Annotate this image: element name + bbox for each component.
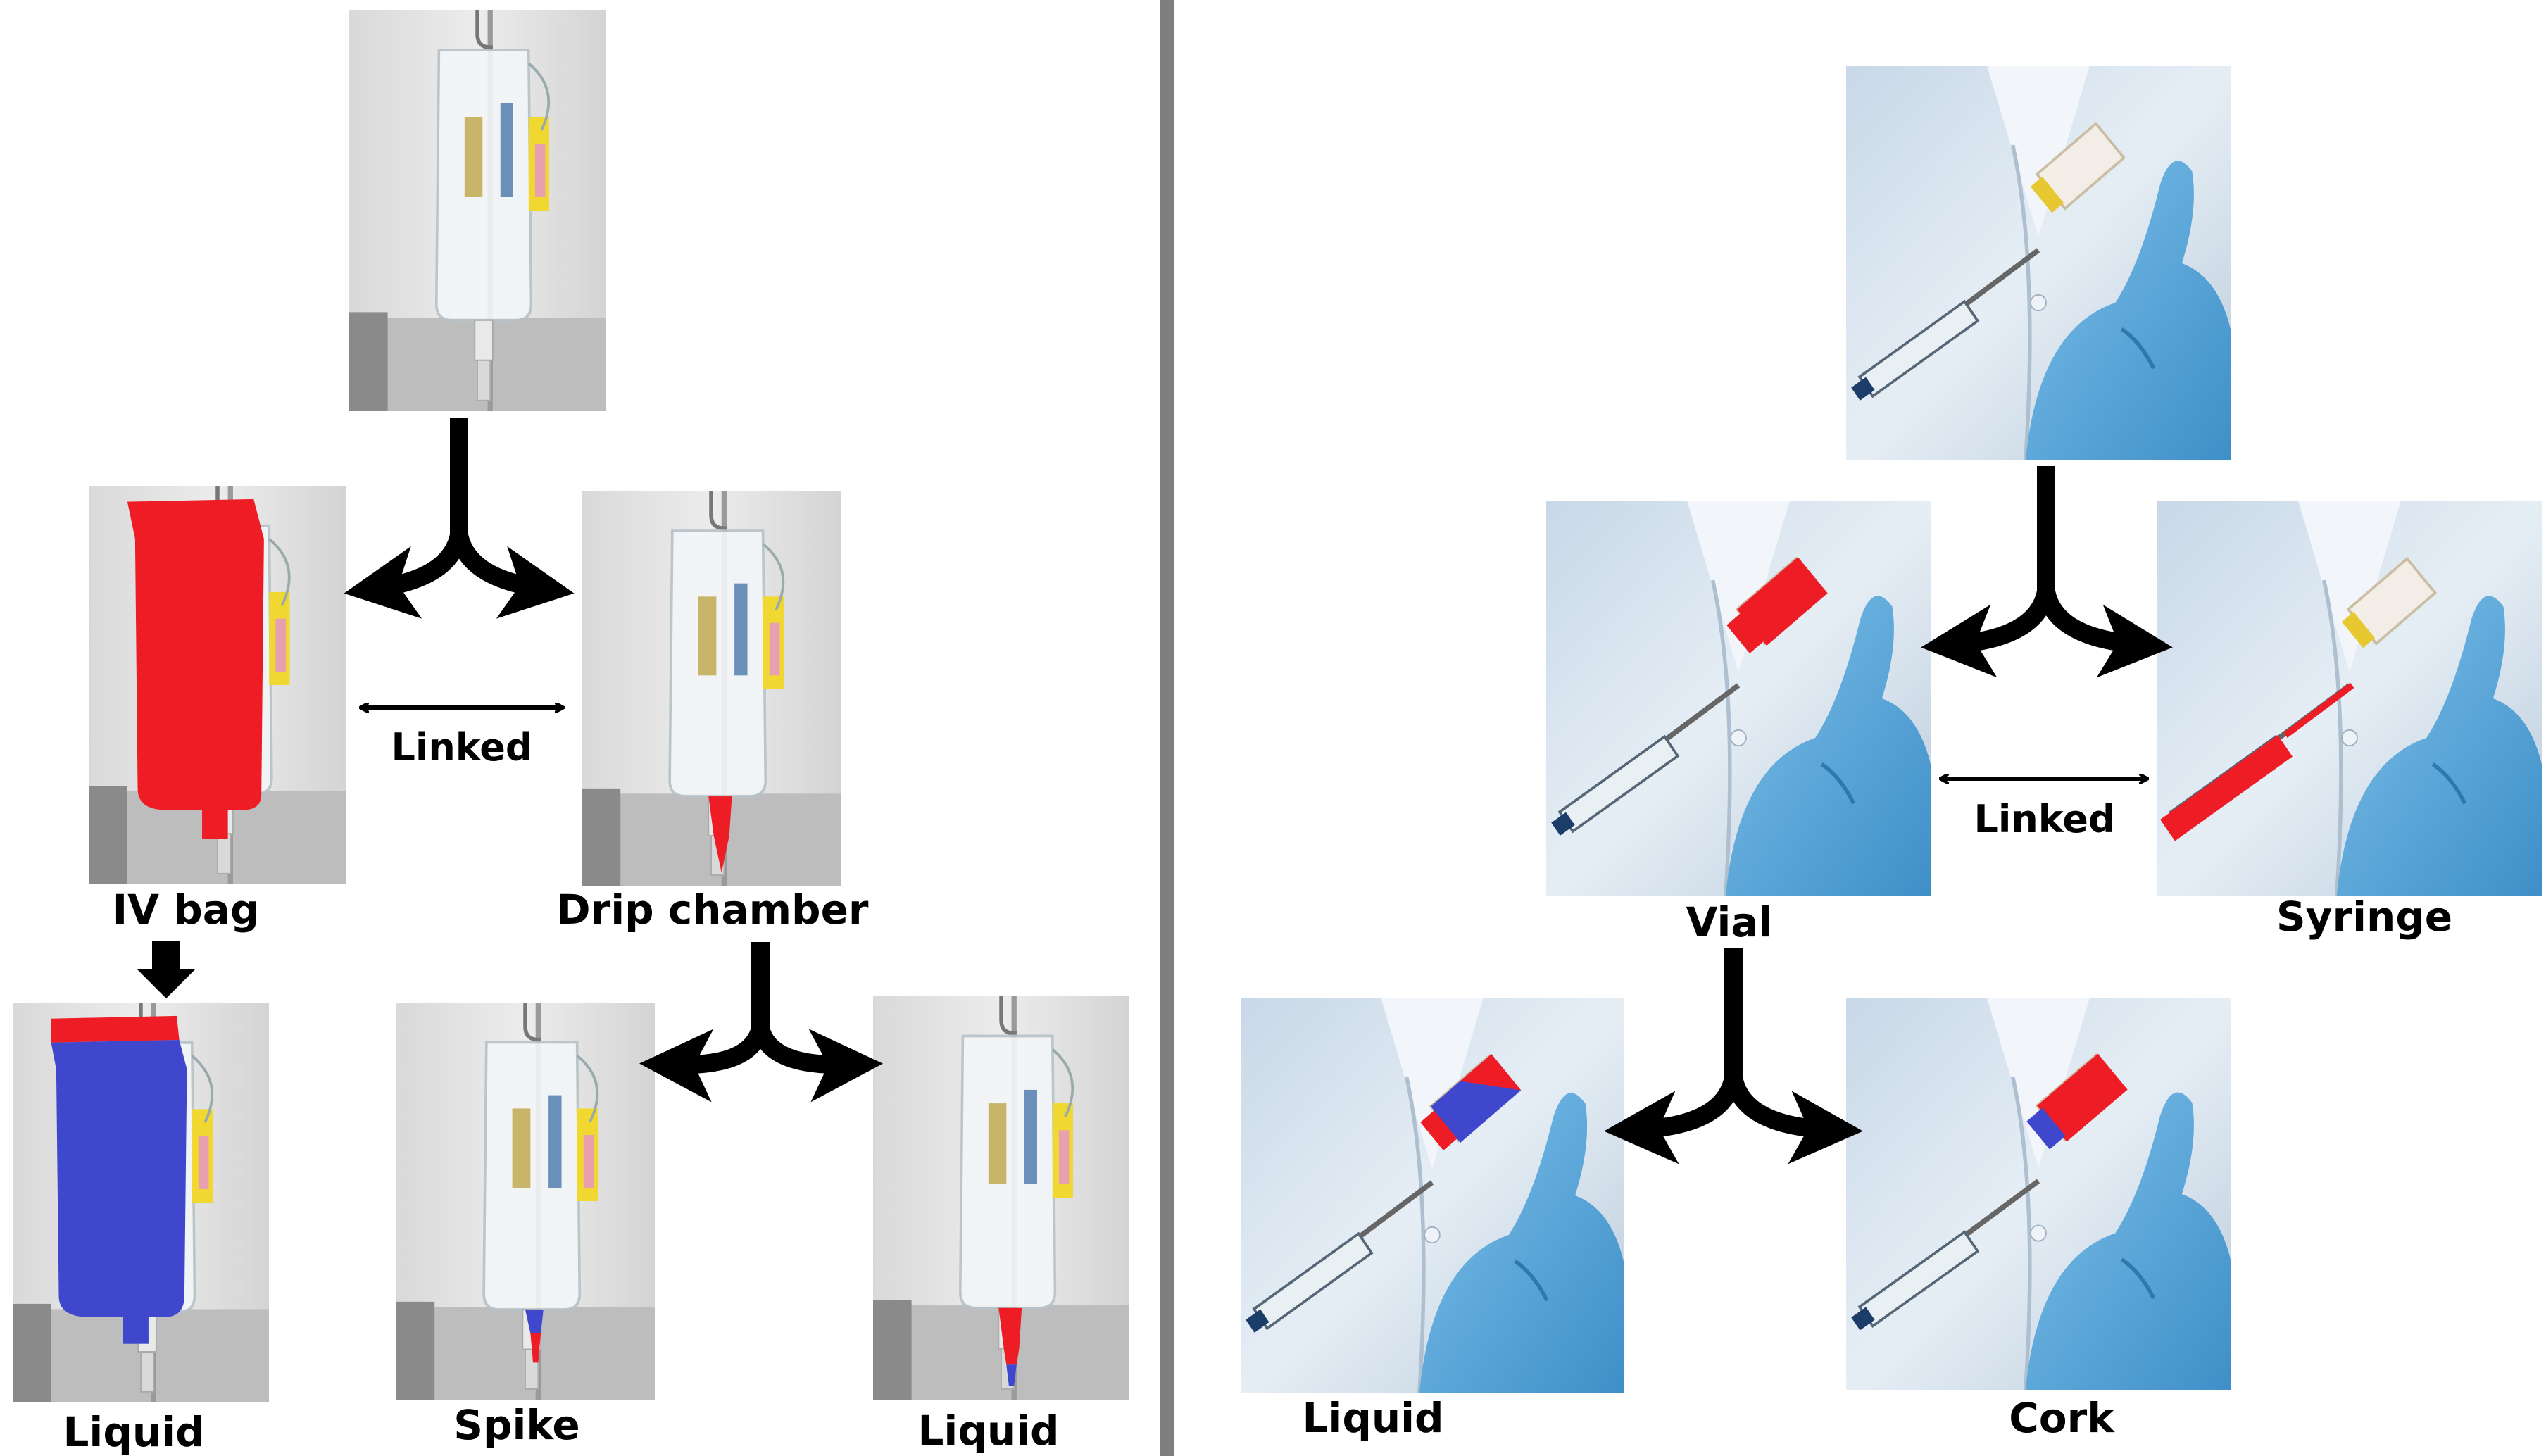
label-iv-bag: IV bag <box>112 886 260 934</box>
liquid-bag-mask-photo <box>13 1003 269 1402</box>
vial-mask-photo <box>1546 501 1931 896</box>
label-drip-chamber: Drip chamber <box>556 886 869 934</box>
liquid-vial-mask-photo <box>1241 998 1624 1393</box>
split-arrow-right-top <box>1921 466 2173 678</box>
liquid-chamber-mask-photo <box>873 996 1129 1400</box>
iv-bag-mask-photo <box>89 486 346 884</box>
split-arrow-vial <box>1604 948 1863 1165</box>
linked-label-left: Linked <box>391 725 532 770</box>
label-cork: Cork <box>2009 1394 2114 1442</box>
label-liquid-bag: Liquid <box>63 1408 205 1456</box>
label-spike: Spike <box>453 1401 580 1449</box>
panel-divider <box>1160 0 1174 1456</box>
linked-label-right: Linked <box>1974 797 2115 841</box>
split-arrow-drip-chamber <box>639 942 883 1103</box>
cork-mask-photo <box>1846 998 2231 1390</box>
label-liquid-chamber: Liquid <box>917 1407 1060 1455</box>
syringe-mask-photo <box>2157 501 2542 896</box>
label-liquid-vial: Liquid <box>1302 1394 1444 1442</box>
split-arrow-left-top <box>344 418 575 619</box>
label-syringe: Syringe <box>2276 893 2453 941</box>
down-arrow-iv-bag <box>137 941 196 998</box>
drip-chamber-mask-photo <box>582 491 841 886</box>
label-vial: Vial <box>1686 898 1773 946</box>
spike-mask-photo <box>396 1003 655 1400</box>
